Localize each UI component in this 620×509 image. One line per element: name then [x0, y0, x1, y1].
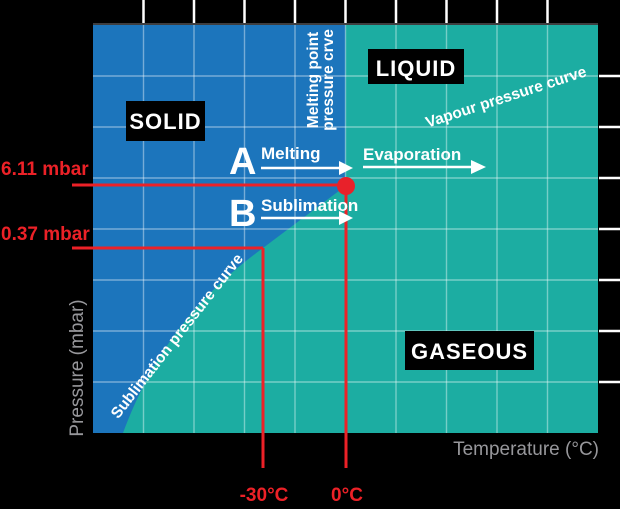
solid-label: SOLID — [129, 109, 201, 134]
pressure-611-label: 6.11 mbar — [1, 159, 89, 180]
liquid-label-box — [368, 49, 464, 84]
y-axis-title: Pressure (mbar) — [67, 299, 88, 436]
evaporation-label: Evaporation — [363, 145, 461, 164]
solid-label-box — [126, 101, 205, 141]
sublimation-label: Sublimation — [261, 196, 358, 215]
melting-curve-label-line1: Melting point — [305, 32, 322, 128]
melting-curve-label-line2: pressure crve — [320, 29, 337, 131]
melting-label: Melting — [261, 144, 321, 163]
gaseous-label-box — [405, 331, 534, 370]
right-axis-ticks — [599, 74, 620, 384]
process-a-letter: A — [229, 141, 256, 183]
x-axis-title: Temperature (°C) — [453, 439, 599, 460]
pressure-037-label: 0.37 mbar — [1, 224, 90, 245]
evaporation-arrow-head — [471, 160, 486, 174]
temp-zero-label: 0°C — [331, 485, 363, 506]
top-axis-ticks — [142, 0, 549, 23]
melting-arrow-head — [339, 161, 353, 175]
liquid-label: LIQUID — [376, 56, 457, 81]
temp-minus30-label: -30°C — [240, 485, 289, 506]
process-b-letter: B — [229, 193, 256, 235]
melting-curve-label-group: Melting point pressure crve — [305, 29, 337, 131]
region-labels: SOLID LIQUID GASEOUS — [126, 49, 534, 370]
process-arrows — [261, 160, 486, 225]
gaseous-label: GASEOUS — [411, 339, 528, 364]
sublimation-arrow-head — [339, 211, 353, 225]
triple-point-dot — [337, 177, 355, 195]
reference-lines — [72, 183, 348, 468]
